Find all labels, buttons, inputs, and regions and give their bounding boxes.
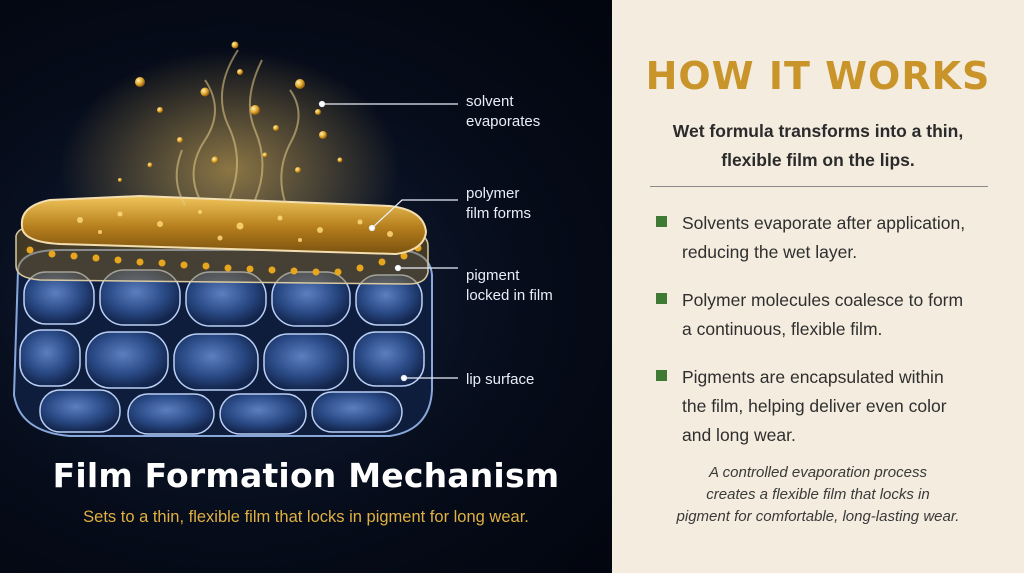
vapor-wisps	[175, 49, 300, 206]
polymer-film	[20, 194, 428, 256]
evaporating-droplets	[118, 41, 343, 182]
point-line: the film, helping deliver even color	[682, 396, 947, 416]
callout-pigment-line2: locked in film	[466, 287, 553, 304]
callout-lip-surface-line1: lip surface	[466, 371, 535, 388]
summary-note: A controlled evaporation process creates…	[642, 462, 994, 528]
film-formation-illustration	[12, 41, 458, 437]
illustration-panel: solvent evaporates polymer film forms pi…	[0, 0, 612, 573]
how-it-works-panel: HOW IT WORKS Wet formula transforms into…	[612, 0, 1024, 573]
callout-leaders	[318, 100, 458, 382]
bullet-square-icon	[656, 216, 667, 227]
how-it-works-intro: Wet formula transforms into a thin, flex…	[642, 117, 994, 175]
intro-line-2: flexible film on the lips.	[721, 150, 915, 170]
intro-line-1: Wet formula transforms into a thin,	[672, 121, 964, 141]
point-line: reducing the wet layer.	[682, 242, 858, 262]
bullet-square-icon	[656, 370, 667, 381]
callout-polymer-line2: film forms	[466, 205, 531, 222]
callout-pigment: pigment locked in film	[466, 266, 553, 306]
point-text: Solvents evaporate after application, re…	[682, 209, 1002, 267]
point-line: and long wear.	[682, 425, 796, 445]
summary-line-3: pigment for comfortable, long-lasting we…	[676, 508, 960, 525]
callout-pigment-line1: pigment	[466, 267, 520, 284]
callout-polymer-line1: polymer	[466, 185, 520, 202]
point-text: Pigments are encapsulated within the fil…	[682, 363, 1002, 450]
illustration-subtitle: Sets to a thin, flexible film that locks…	[83, 508, 529, 526]
callout-polymer: polymer film forms	[466, 184, 531, 224]
callout-solvent-line1: solvent	[466, 93, 514, 110]
callout-solvent-line2: evaporates	[466, 113, 541, 130]
point-line: Solvents evaporate after application,	[682, 213, 966, 233]
lip-surface-cells	[12, 249, 433, 437]
bullet-square-icon	[656, 293, 667, 304]
callout-lip-surface: lip surface	[466, 370, 534, 390]
callout-solvent: solvent evaporates	[466, 92, 540, 132]
point-text: Polymer molecules coalesce to form a con…	[682, 286, 1002, 344]
point-line: Pigments are encapsulated within	[682, 367, 944, 387]
point-line: a continuous, flexible film.	[682, 319, 883, 339]
section-divider	[650, 186, 988, 187]
how-it-works-title: HOW IT WORKS	[645, 54, 991, 98]
illustration-title: Film Formation Mechanism	[52, 456, 560, 495]
summary-line-2: creates a flexible film that locks in	[706, 486, 930, 503]
point-line: Polymer molecules coalesce to form	[682, 290, 964, 310]
summary-line-1: A controlled evaporation process	[709, 464, 927, 481]
